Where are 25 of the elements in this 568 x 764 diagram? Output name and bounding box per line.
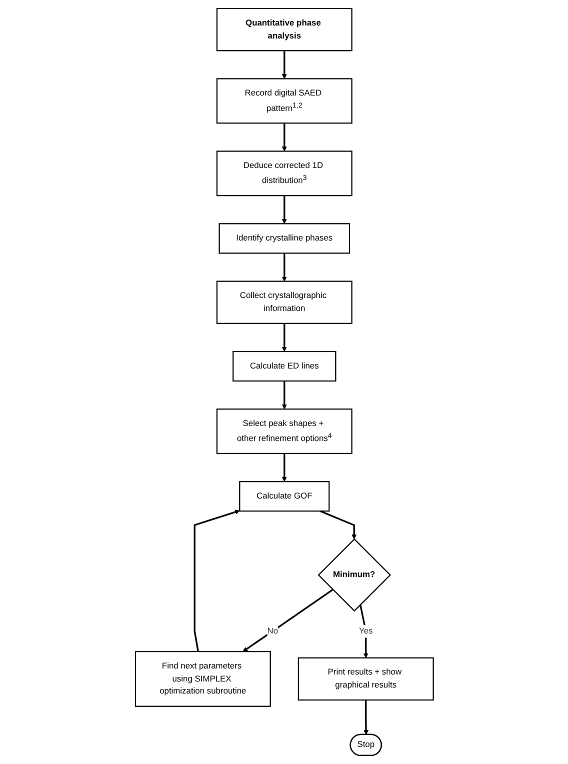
node-box: Find next parameters using SIMPLEX optimization subroutine: [134, 650, 271, 707]
arrow: [363, 700, 368, 735]
arrow: [282, 381, 286, 410]
arrow: [242, 588, 333, 652]
arrow: [282, 454, 286, 482]
arrow: [359, 604, 368, 658]
arrow: [282, 50, 286, 79]
arrow: [319, 510, 356, 540]
node-box: Print results + show graphical results: [297, 657, 434, 701]
arrow: [282, 123, 286, 152]
edge-label: No: [266, 626, 278, 636]
node-box: Record digital SAED pattern$^{1,2}$: [216, 78, 352, 124]
node-box: Collect crystallographic information: [216, 280, 352, 324]
arrow: [193, 510, 240, 652]
node-box: Quantitative phase analysis: [216, 8, 352, 52]
node-box: Identify crystalline phases: [218, 223, 350, 254]
node-box: Deduce corrected 1D distribution$^{3}$: [216, 150, 352, 196]
arrow: [282, 196, 286, 224]
node-box: Calculate ED lines: [232, 350, 336, 382]
arrow: [282, 323, 286, 352]
node-box: Calculate GOF: [238, 481, 330, 512]
edge-label: Yes: [358, 626, 372, 636]
arrow: [282, 253, 286, 282]
node-diamond: Minimum?: [317, 538, 391, 612]
node-box: Select peak shapes + other refinement options$^{4}$: [216, 408, 352, 454]
